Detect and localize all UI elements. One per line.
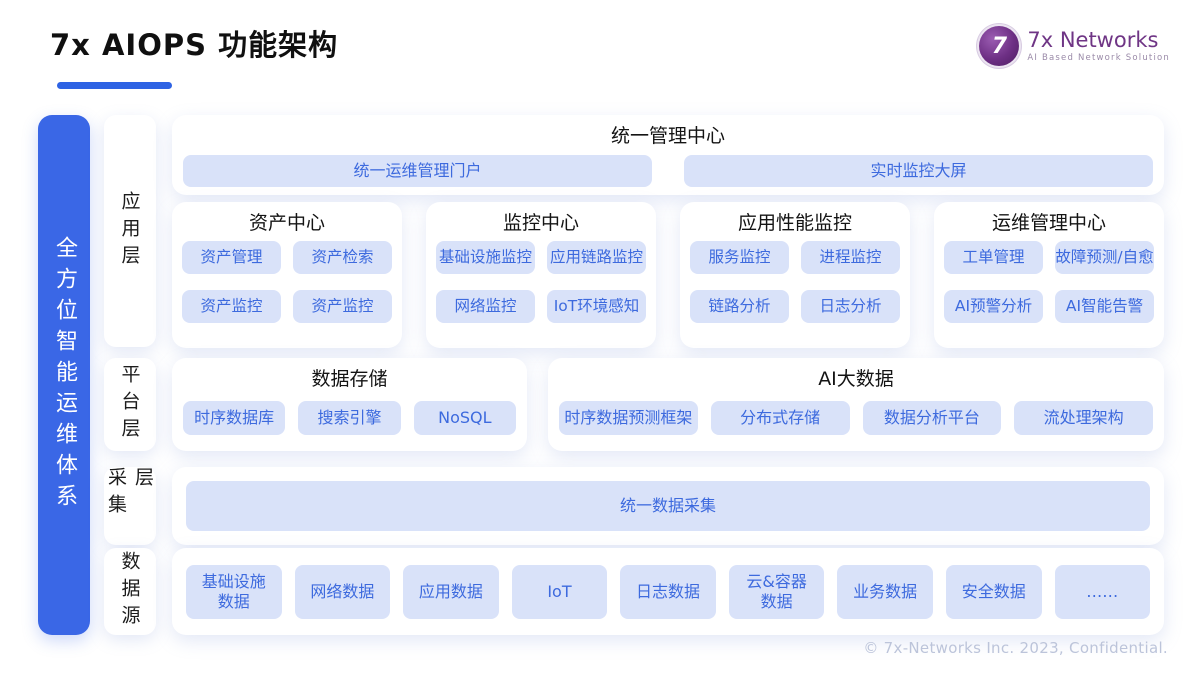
copyright-notice: © 7x-Networks Inc. 2023, Confidential. bbox=[863, 639, 1168, 657]
chip-infrastructure-data: 基础设施 数据 bbox=[186, 564, 282, 619]
title-underline bbox=[57, 82, 172, 89]
chip-log-analysis: 日志分析 bbox=[801, 290, 900, 323]
layer-label-application-text: 应用层 bbox=[118, 190, 141, 272]
chip-row: 统一运维管理门户 实时监控大屏 bbox=[172, 148, 1164, 187]
brand-logo: 7 7x Networks AI Based Network Solution bbox=[979, 26, 1170, 66]
layer-label-datasource: 数据源 bbox=[104, 548, 156, 635]
card-ops-management: 运维管理中心 工单管理 故障预测/自愈 AI预警分析 AI智能告警 bbox=[934, 202, 1164, 348]
chip-app-link-monitoring: 应用链路监控 bbox=[547, 241, 646, 274]
chip-iot-data: IoT bbox=[511, 564, 608, 619]
page-title: 7x AIOPS 功能架构 bbox=[50, 28, 339, 62]
layer-label-collection: 采集层 bbox=[104, 467, 156, 545]
brand-name: 7x Networks bbox=[1027, 28, 1159, 53]
chip-ai-smart-alerting: AI智能告警 bbox=[1055, 290, 1154, 323]
chip-more-ellipsis: …… bbox=[1054, 564, 1151, 619]
chip-service-monitoring: 服务监控 bbox=[690, 241, 789, 274]
brand-mark-icon: 7 bbox=[979, 26, 1020, 66]
chip-search-engine: 搜索引擎 bbox=[298, 401, 401, 435]
chip-network-data: 网络数据 bbox=[294, 564, 391, 619]
card-title: 应用性能监控 bbox=[737, 212, 852, 234]
chip-fault-prediction-selfheal: 故障预测/自愈 bbox=[1055, 241, 1154, 274]
chip-asset-monitoring-2: 资产监控 bbox=[293, 290, 392, 323]
card-unified-management: 统一管理中心 统一运维管理门户 实时监控大屏 bbox=[172, 115, 1164, 195]
chip-grid: 工单管理 故障预测/自愈 AI预警分析 AI智能告警 bbox=[934, 235, 1164, 323]
chip-asset-management: 资产管理 bbox=[182, 241, 281, 274]
layer-label-application: 应用层 bbox=[104, 115, 156, 347]
chip-grid: 基础设施监控 应用链路监控 网络监控 IoT环境感知 bbox=[426, 235, 656, 323]
card-ai-bigdata: AI大数据 时序数据预测框架 分布式存储 数据分析平台 流处理架构 bbox=[548, 358, 1164, 451]
side-banner-label: 全方位智能运维体系 bbox=[52, 235, 77, 515]
chip-log-data: 日志数据 bbox=[620, 564, 716, 619]
card-title: 监控中心 bbox=[502, 212, 579, 234]
card-apm: 应用性能监控 服务监控 进程监控 链路分析 日志分析 bbox=[680, 202, 910, 348]
chip-security-data: 安全数据 bbox=[945, 564, 1042, 619]
chip-grid: 服务监控 进程监控 链路分析 日志分析 bbox=[680, 235, 910, 323]
chip-data-analysis-platform: 数据分析平台 bbox=[862, 401, 1002, 435]
chip-timeseries-database: 时序数据库 bbox=[183, 401, 286, 435]
chip-business-data: 业务数据 bbox=[837, 564, 933, 619]
chip-stream-processing-architecture: 流处理架构 bbox=[1014, 401, 1153, 435]
chip-network-monitoring: 网络监控 bbox=[436, 290, 535, 323]
chip-row: 时序数据预测框架 分布式存储 数据分析平台 流处理架构 bbox=[548, 391, 1164, 435]
chip-application-data: 应用数据 bbox=[403, 564, 499, 619]
chip-timeseries-prediction-framework: 时序数据预测框架 bbox=[559, 401, 698, 435]
chip-distributed-storage: 分布式存储 bbox=[710, 401, 850, 435]
brand-text: 7x Networks AI Based Network Solution bbox=[1027, 29, 1170, 63]
card-asset-center: 资产中心 资产管理 资产检索 资产监控 资产监控 bbox=[172, 202, 402, 348]
layer-label-datasource-text: 数据源 bbox=[118, 551, 141, 632]
chip-nosql: NoSQL bbox=[413, 401, 516, 435]
card-title: 统一管理中心 bbox=[610, 125, 725, 147]
layer-label-collection-text: 采集层 bbox=[105, 467, 154, 521]
chip-asset-monitoring-1: 资产监控 bbox=[182, 290, 281, 323]
chip-iot-environment-sensing: IoT环境感知 bbox=[547, 290, 646, 323]
chip-unified-ops-portal: 统一运维管理门户 bbox=[183, 155, 652, 187]
chip-realtime-dashboard: 实时监控大屏 bbox=[684, 155, 1153, 187]
side-banner: 全方位智能运维体系 bbox=[38, 115, 90, 635]
chip-unified-data-collection: 统一数据采集 bbox=[186, 481, 1150, 531]
card-title: 数据存储 bbox=[311, 368, 388, 390]
chip-ticket-management: 工单管理 bbox=[944, 241, 1043, 274]
chip-ai-warning-analysis: AI预警分析 bbox=[944, 290, 1043, 323]
card-unified-collection: 统一数据采集 bbox=[172, 467, 1164, 545]
chip-row: 时序数据库 搜索引擎 NoSQL bbox=[172, 391, 527, 435]
chip-grid: 资产管理 资产检索 资产监控 资产监控 bbox=[172, 235, 402, 323]
chip-asset-search: 资产检索 bbox=[293, 241, 392, 274]
chip-cloud-container-data: 云&容器 数据 bbox=[728, 564, 825, 619]
chip-infrastructure-monitoring: 基础设施监控 bbox=[436, 241, 535, 274]
card-data-storage: 数据存储 时序数据库 搜索引擎 NoSQL bbox=[172, 358, 527, 451]
card-monitor-center: 监控中心 基础设施监控 应用链路监控 网络监控 IoT环境感知 bbox=[426, 202, 656, 348]
layer-label-platform-text: 平台层 bbox=[118, 364, 141, 445]
layer-label-platform: 平台层 bbox=[104, 358, 156, 451]
brand-tagline: AI Based Network Solution bbox=[1027, 53, 1170, 64]
card-title: AI大数据 bbox=[818, 368, 894, 390]
card-title: 资产中心 bbox=[248, 212, 325, 234]
card-title: 运维管理中心 bbox=[991, 212, 1106, 234]
card-data-sources: 基础设施 数据 网络数据 应用数据 IoT 日志数据 云&容器 数据 业务数据 … bbox=[172, 548, 1164, 635]
chip-link-analysis: 链路分析 bbox=[690, 290, 789, 323]
chip-process-monitoring: 进程监控 bbox=[801, 241, 900, 274]
